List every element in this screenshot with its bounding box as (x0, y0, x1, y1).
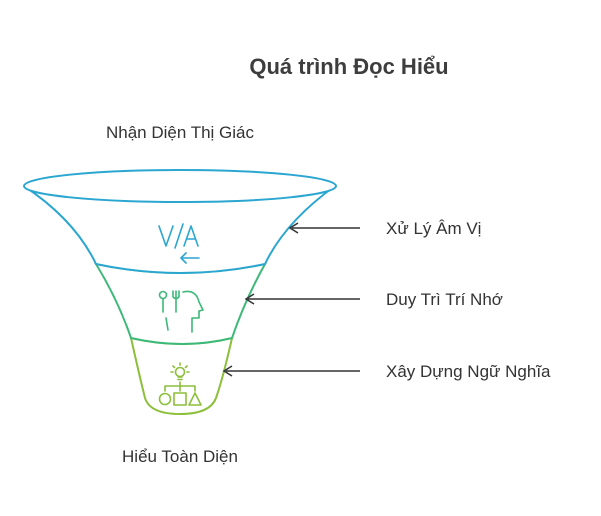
phoneme-icon (158, 223, 200, 264)
top-label: Nhận Diện Thị Giác (106, 123, 255, 142)
funnel-stage-phoneme (23, 169, 337, 274)
stage-label-phoneme: Xử Lý Âm Vị (386, 219, 481, 238)
funnel-rim (23, 169, 337, 203)
funnel-stage-memory (93, 262, 267, 345)
memory-head-icon (158, 290, 204, 333)
stage-pointer-phoneme: Xử Lý Âm Vị (288, 219, 481, 238)
diagram-title: Quá trình Đọc Hiểu (249, 54, 448, 79)
stage-pointer-semantic: Xây Dựng Ngữ Nghĩa (222, 362, 551, 381)
stage-pointer-memory: Duy Trì Trí Nhớ (244, 290, 503, 309)
stage-label-memory: Duy Trì Trí Nhớ (386, 290, 503, 309)
semantic-structure-icon (158, 362, 202, 406)
bottom-label: Hiểu Toàn Diện (122, 447, 238, 466)
stage-label-semantic: Xây Dựng Ngữ Nghĩa (386, 362, 551, 381)
